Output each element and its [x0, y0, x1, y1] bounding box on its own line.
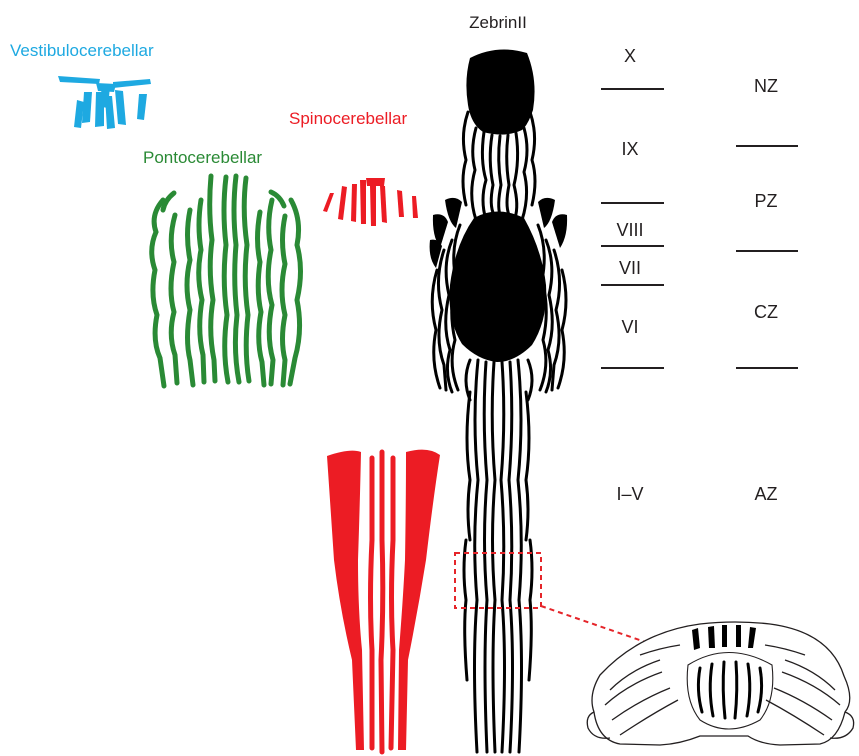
zone-pz-label: PZ — [754, 191, 777, 211]
lobule-vii-label: VII — [619, 258, 641, 278]
zone-az-label: AZ — [754, 484, 777, 504]
pontocerebellar-projection — [152, 176, 301, 386]
lobule-x-label: X — [624, 46, 636, 66]
zone-nz-label: NZ — [754, 76, 778, 96]
label-zebrinii: ZebrinII — [469, 13, 527, 32]
zebrinii-pattern — [430, 49, 568, 752]
lobule-i-v-label: I–V — [616, 484, 643, 504]
spinocerebellar-small-projection — [323, 178, 418, 226]
inset-box-main — [455, 553, 541, 608]
vestibulocerebellar-projection — [58, 76, 151, 129]
label-pontocerebellar: Pontocerebellar — [143, 148, 262, 167]
label-spinocerebellar: Spinocerebellar — [289, 109, 407, 128]
zone-dividers — [736, 146, 798, 368]
lobule-viii-label: VIII — [616, 220, 643, 240]
lobule-vi-label: VI — [621, 317, 638, 337]
label-vestibulocerebellar: Vestibulocerebellar — [10, 41, 154, 60]
zone-cz-label: CZ — [754, 302, 778, 322]
lobule-ix-label: IX — [621, 139, 638, 159]
spinocerebellar-large-projection — [327, 450, 440, 752]
cerebellum-outline — [587, 622, 853, 745]
